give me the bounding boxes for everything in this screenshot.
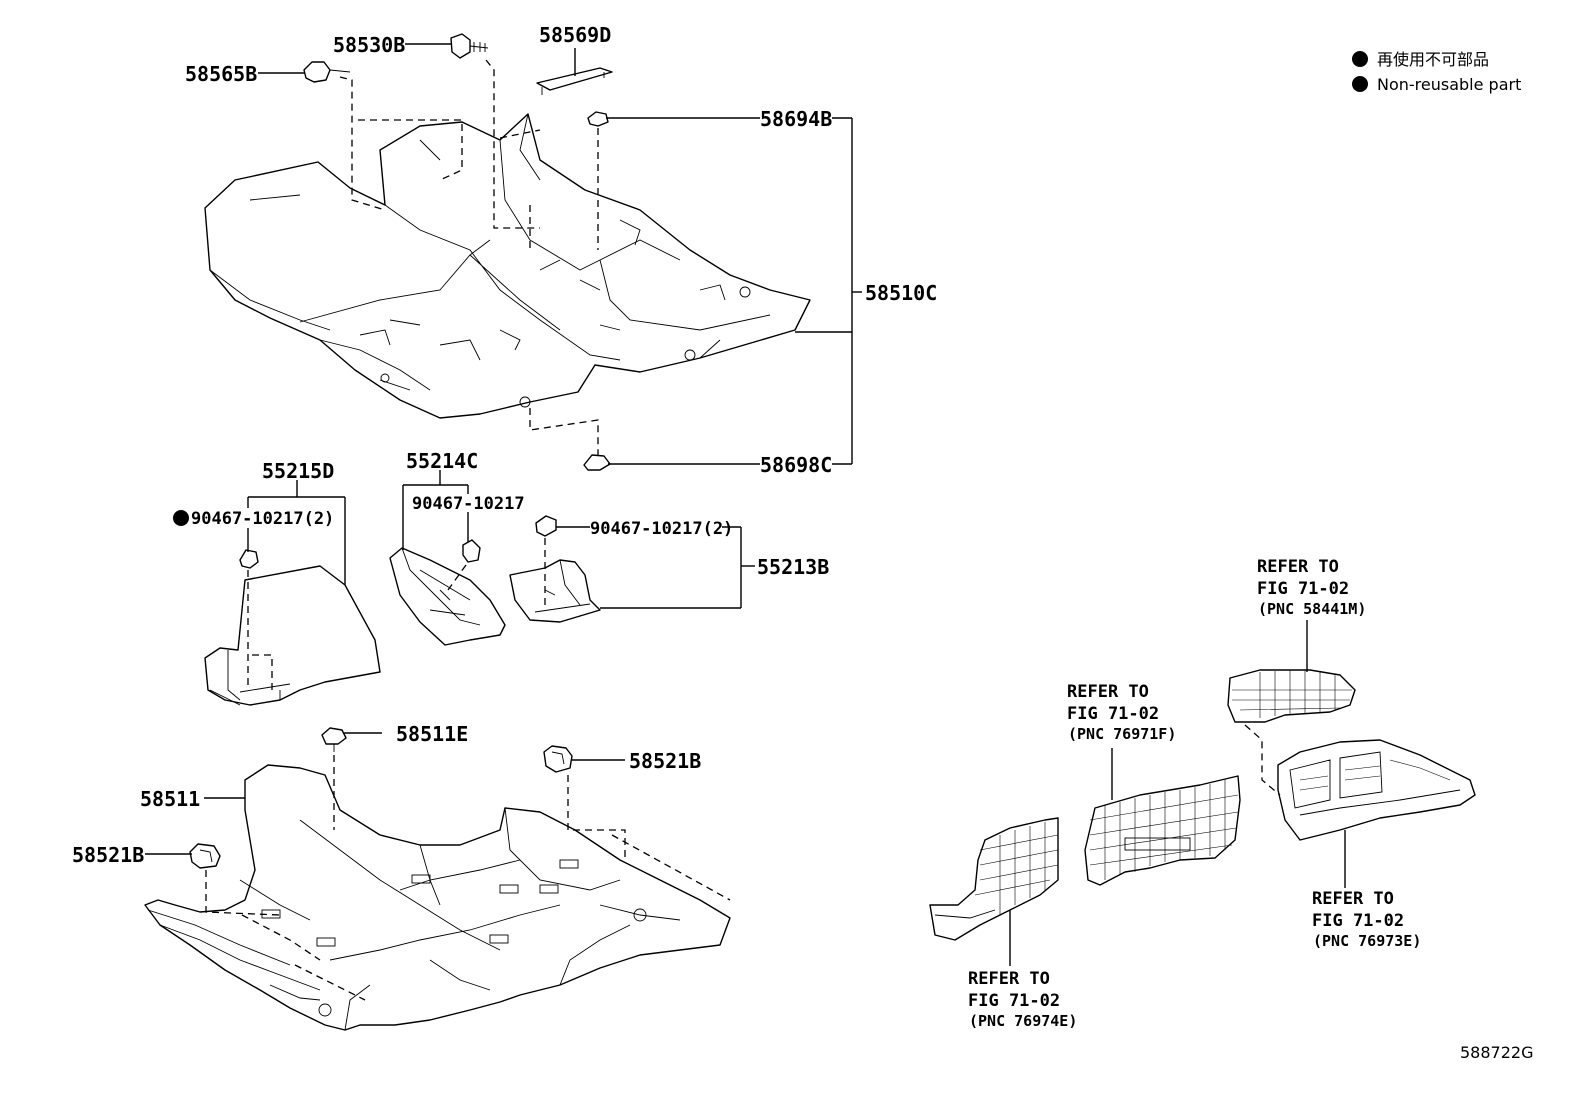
plate-58569D (536, 67, 613, 95)
non-reusable-bullet-icon (1352, 51, 1368, 67)
label-58698C: 58698C (760, 453, 832, 477)
trim-76971F (1084, 775, 1241, 886)
legend-jp: 再使用不可部品 (1377, 50, 1489, 69)
refer-line1: REFER TO (1067, 682, 1149, 702)
screw-58530B (450, 33, 489, 59)
clip-90467-a (239, 549, 259, 569)
leader-lines (145, 43, 1346, 966)
label-58511E: 58511E (396, 722, 468, 746)
non-reusable-bullet-icon (1352, 76, 1368, 92)
refer-line2: FIG 71-02 (1312, 911, 1404, 931)
refer-line1: REFER TO (1312, 889, 1394, 909)
clip-58521B-top (543, 745, 573, 773)
part-labels: 58530B 58569D 58565B 58694B 58510C 58698… (72, 23, 937, 867)
label-58511: 58511 (140, 787, 200, 811)
refer-76973E: REFER TO FIG 71-02 (PNC 76973E) (1312, 889, 1421, 950)
trim-76974E (929, 817, 1059, 941)
refer-58441M: REFER TO FIG 71-02 (PNC 58441M) (1257, 557, 1366, 618)
label-58521B-left: 58521B (72, 843, 144, 867)
floor-mat-55215D (204, 565, 381, 706)
label-55215D: 55215D (262, 459, 334, 483)
figure-code: 588722G (1460, 1043, 1533, 1062)
refer-line3: (PNC 58441M) (1258, 600, 1366, 618)
refer-line1: REFER TO (1257, 557, 1339, 577)
refer-line1: REFER TO (968, 969, 1050, 989)
legend: 再使用不可部品 Non-reusable part (1352, 50, 1521, 94)
clip-58511E (321, 727, 347, 752)
clip-58698C (583, 454, 611, 471)
label-55214C: 55214C (406, 449, 478, 473)
refer-line2: FIG 71-02 (1067, 704, 1159, 724)
refer-line3: (PNC 76974E) (969, 1012, 1077, 1030)
clip-58565B (303, 61, 351, 83)
label-58510C: 58510C (865, 281, 937, 305)
label-55213B: 55213B (757, 555, 829, 579)
trim-76973E (1277, 739, 1476, 841)
label-58565B: 58565B (185, 62, 257, 86)
floor-carpet-rear (144, 764, 731, 1031)
trim-58441M (1227, 669, 1356, 723)
floor-mat-55213B (509, 559, 601, 623)
label-90467-c: 90467-10217(2) (590, 519, 733, 539)
label-58694B: 58694B (760, 107, 832, 131)
label-58530B: 58530B (333, 33, 405, 57)
refer-76974E: REFER TO FIG 71-02 (PNC 76974E) (968, 969, 1077, 1030)
clip-90467-c (535, 515, 557, 537)
legend-en: Non-reusable part (1377, 75, 1521, 94)
label-58521B-top: 58521B (629, 749, 701, 773)
floor-carpet-front (204, 113, 811, 419)
refer-76971F: REFER TO FIG 71-02 (PNC 76971F) (1067, 682, 1176, 743)
label-90467-b: 90467-10217 (412, 494, 525, 514)
clip-58521B-left (189, 843, 221, 869)
clip-90467-b (462, 539, 481, 563)
refer-line2: FIG 71-02 (968, 991, 1060, 1011)
label-58569D: 58569D (539, 23, 611, 47)
pad-55214C (389, 547, 506, 646)
refer-line3: (PNC 76971F) (1068, 725, 1176, 743)
refer-line2: FIG 71-02 (1257, 579, 1349, 599)
refer-line3: (PNC 76973E) (1313, 932, 1421, 950)
label-90467-a: 90467-10217(2) (191, 509, 334, 529)
grommet-58694B (587, 111, 609, 127)
non-reusable-bullet-icon (173, 510, 189, 526)
